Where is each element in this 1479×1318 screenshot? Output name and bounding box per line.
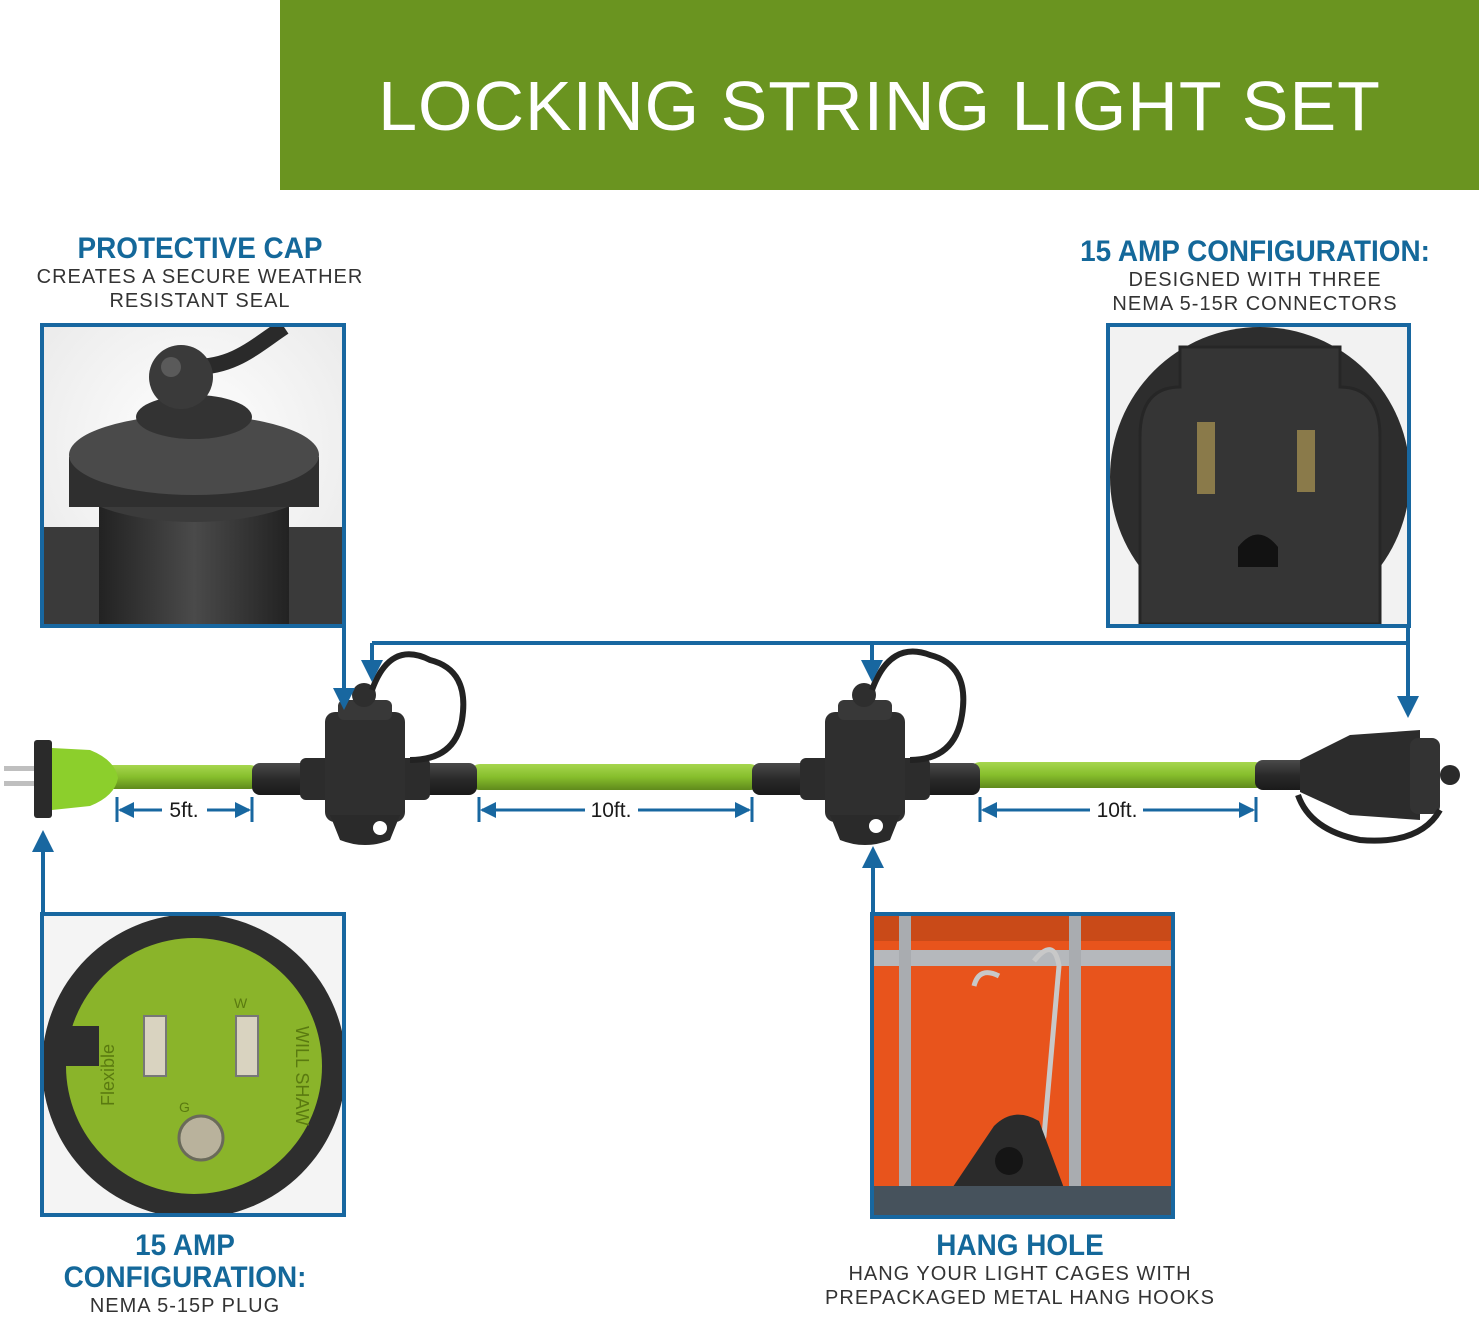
plug-marking-bottom: G [179, 1099, 190, 1115]
connector-title: 15 AMP CONFIGURATION: [1080, 235, 1430, 268]
connector-1 [252, 651, 477, 845]
arrow-heads [32, 660, 1419, 868]
dimension-10ft-a: 10ft. [477, 797, 754, 822]
dimension-label-10ft-b: 10ft. [1097, 799, 1138, 822]
protective-cap-line2: RESISTANT SEAL [109, 290, 291, 312]
hang-hole-line1: HANG YOUR LIGHT CAGES WITH [848, 1263, 1192, 1285]
receptacle-image [1110, 327, 1407, 624]
connector-line1: DESIGNED WITH THREE [1128, 269, 1382, 291]
dimension-5ft: 5ft. [115, 797, 254, 822]
connector-callout: 15 AMP CONFIGURATION: DESIGNED WITH THRE… [1040, 236, 1470, 316]
protective-cap-line1: CREATES A SECURE WEATHER [36, 266, 364, 288]
title-banner: LOCKING STRING LIGHT SET [280, 0, 1479, 190]
connector-2 [752, 648, 980, 845]
receptacle-photo [1106, 323, 1411, 628]
dimension-10ft-b: 10ft. [978, 797, 1258, 822]
plug-image: Flexible WILL SHAW W G [44, 916, 342, 1213]
hang-hole-callout: HANG HOLE HANG YOUR LIGHT CAGES WITH PRE… [800, 1230, 1240, 1310]
plug-marking-right: WILL SHAW [292, 1026, 312, 1126]
hang-hole-photo [870, 912, 1175, 1219]
plug-end [4, 740, 118, 818]
dimension-label-5ft: 5ft. [169, 799, 198, 822]
protective-cap-title: PROTECTIVE CAP [77, 232, 323, 265]
page-title: LOCKING STRING LIGHT SET [378, 67, 1381, 145]
protective-cap-photo [40, 323, 346, 628]
plug-photo: Flexible WILL SHAW W G [40, 912, 346, 1217]
cord [100, 762, 1265, 790]
dimension-label-10ft-a: 10ft. [591, 799, 632, 822]
connector-line2: NEMA 5-15R CONNECTORS [1112, 293, 1398, 315]
protective-cap-callout: PROTECTIVE CAP CREATES A SECURE WEATHER … [20, 233, 380, 313]
hang-hole-title: HANG HOLE [936, 1229, 1104, 1262]
plug-marking-top: W [234, 995, 248, 1011]
plug-title: 15 AMP CONFIGURATION: [63, 1229, 307, 1294]
plug-marking-left: Flexible [98, 1044, 118, 1106]
protective-cap-image [44, 327, 342, 624]
end-connector [1255, 730, 1460, 844]
hang-hole-line2: PREPACKAGED METAL HANG HOOKS [825, 1287, 1215, 1309]
hang-hole-image [874, 916, 1171, 1215]
